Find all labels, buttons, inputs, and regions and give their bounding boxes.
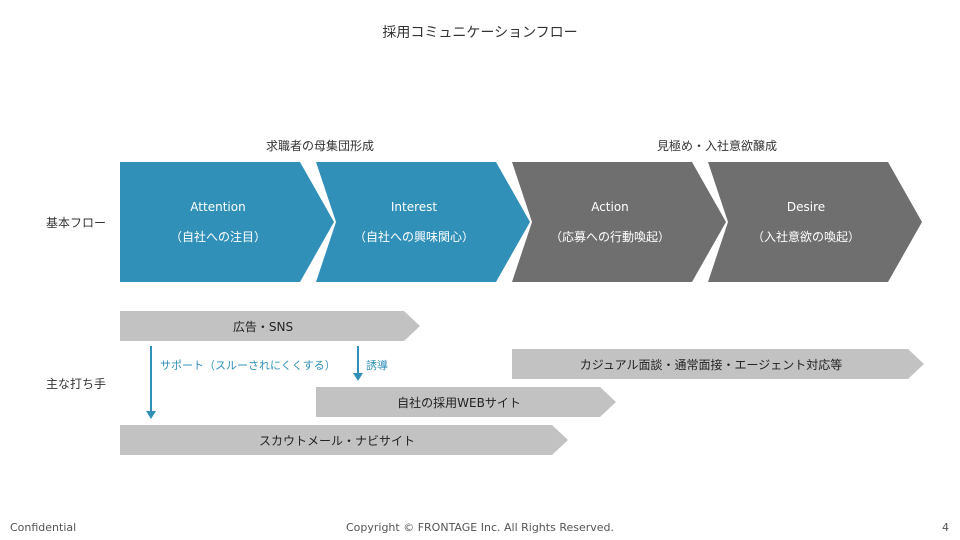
page-title: 採用コミュニケーションフロー (382, 25, 578, 41)
flow-step-action: Action （応募への行動喚起） (512, 162, 726, 282)
flow-step-interest: Interest （自社への興味関心） (316, 162, 530, 282)
flow-step-subtitle: （応募への行動喚起） (549, 229, 670, 244)
row-label-main-measures: 主な打ち手 (46, 377, 107, 391)
flow-step-subtitle: （入社意欲の喚起） (751, 229, 860, 244)
flow-step-subtitle: （自社への注目） (169, 229, 266, 244)
guide-arrow-head-icon (353, 373, 363, 381)
measure-ads-bar: 広告・SNS (120, 311, 420, 341)
measure-scout-bar: スカウトメール・ナビサイト (120, 425, 568, 455)
row-label-basic-flow: 基本フロー (46, 216, 107, 230)
support-text: サポート（スルーされにくくする） (160, 359, 336, 372)
measure-website-bar: 自社の採用WEBサイト (316, 387, 616, 417)
footer-copyright: Copyright © FRONTAGE Inc. All Rights Res… (345, 521, 615, 534)
footer-confidential: Confidential (10, 521, 77, 534)
phase-label-left: 求職者の母集団形成 (265, 139, 374, 153)
flow-step-subtitle: （自社への興味関心） (353, 229, 474, 244)
support-arrow-line (150, 346, 152, 412)
page-number: 4 (942, 521, 949, 534)
support-arrow-head-icon (146, 411, 156, 419)
flow-step-attention: Attention （自社への注目） (120, 162, 334, 282)
flow-step-title: Action (591, 199, 629, 214)
guide-text: 誘導 (366, 359, 388, 372)
flow-step-title: Interest (390, 199, 438, 214)
guide-arrow-line (357, 346, 359, 374)
phase-label-right: 見極め・入社意欲醸成 (656, 139, 777, 153)
flow-step-title: Attention (190, 199, 246, 214)
flow-step-desire: Desire （入社意欲の喚起） (708, 162, 922, 282)
measure-interviews-bar: カジュアル面談・通常面接・エージェント対応等 (512, 349, 924, 379)
flow-step-title: Desire (786, 199, 826, 214)
